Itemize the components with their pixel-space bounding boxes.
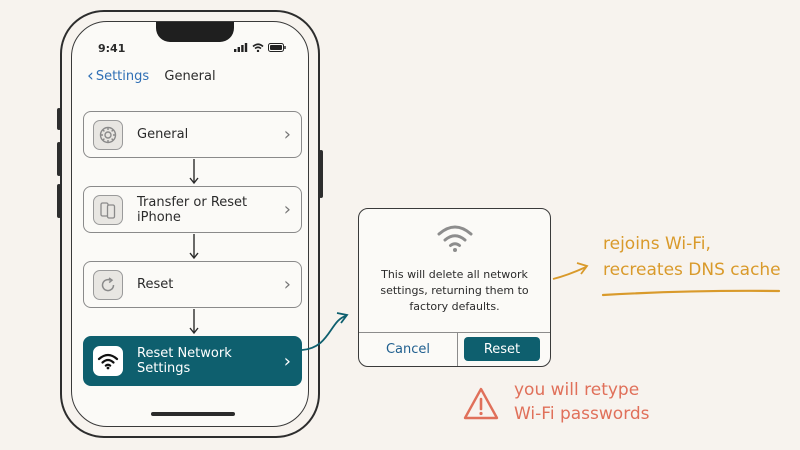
confirm-dialog: This will delete all network settings, r… xyxy=(358,208,551,367)
warning-note-line: you will retype xyxy=(514,380,640,400)
row-label: Reset Network Settings xyxy=(137,346,232,376)
result-note-line: recreates DNS cache xyxy=(603,260,781,280)
signal-icon xyxy=(234,43,248,52)
gear-icon xyxy=(93,119,123,150)
wifi-icon xyxy=(437,225,473,252)
back-label: Settings xyxy=(95,69,150,84)
reset-button[interactable]: Reset xyxy=(464,337,540,361)
battery-icon xyxy=(268,43,286,52)
page-title: General xyxy=(164,69,216,84)
phone-frame: 9:41 ‹ Settings General xyxy=(57,10,323,438)
arrow-down-icon xyxy=(189,309,199,335)
phone-screen: 9:41 ‹ Settings General xyxy=(71,21,309,427)
home-indicator xyxy=(151,412,235,416)
phone-notch xyxy=(156,22,234,42)
warning-note: you will retype Wi-Fi passwords xyxy=(514,378,650,426)
arrow-down-icon xyxy=(189,159,199,185)
result-note-line: rejoins Wi-Fi, xyxy=(603,234,711,254)
cancel-button[interactable]: Cancel xyxy=(385,342,431,357)
phone-power-button xyxy=(319,150,323,198)
warning-note-line: Wi-Fi passwords xyxy=(514,404,650,424)
row-transfer-reset[interactable]: Transfer or Reset iPhone › xyxy=(83,186,302,233)
phone-side-button xyxy=(57,142,61,176)
chevron-right-icon: › xyxy=(283,274,291,295)
back-button[interactable]: ‹ Settings xyxy=(87,66,150,86)
chevron-right-icon: › xyxy=(283,199,291,220)
row-label: Transfer or Reset iPhone xyxy=(137,194,248,225)
row-label: Reset xyxy=(137,277,174,292)
dialog-message-line: factory defaults. xyxy=(409,300,500,313)
row-label: General xyxy=(137,127,189,142)
dialog-divider xyxy=(359,332,550,333)
chevron-left-icon: ‹ xyxy=(87,66,94,86)
reset-icon xyxy=(93,269,123,300)
dialog-divider-vertical xyxy=(457,332,458,366)
arrow-down-icon xyxy=(189,234,199,260)
chevron-right-icon: › xyxy=(283,350,291,372)
wifi-status-icon xyxy=(252,43,264,52)
phone-side-button xyxy=(57,184,61,218)
phone-side-button xyxy=(57,108,61,130)
warning-icon xyxy=(463,387,499,420)
result-note: rejoins Wi-Fi, recreates DNS cache xyxy=(603,231,781,283)
dialog-message-line: settings, returning them to xyxy=(380,284,529,297)
row-reset-network-settings[interactable]: Reset Network Settings › xyxy=(83,336,302,386)
status-icons xyxy=(234,43,286,52)
dialog-message-line: This will delete all network xyxy=(381,268,528,281)
wifi-icon xyxy=(93,346,123,376)
status-time: 9:41 xyxy=(98,42,126,55)
phones-icon xyxy=(93,194,123,225)
row-general[interactable]: General › xyxy=(83,111,302,158)
row-reset[interactable]: Reset › xyxy=(83,261,302,308)
chevron-right-icon: › xyxy=(283,124,291,145)
dialog-message: This will delete all network settings, r… xyxy=(371,267,538,315)
